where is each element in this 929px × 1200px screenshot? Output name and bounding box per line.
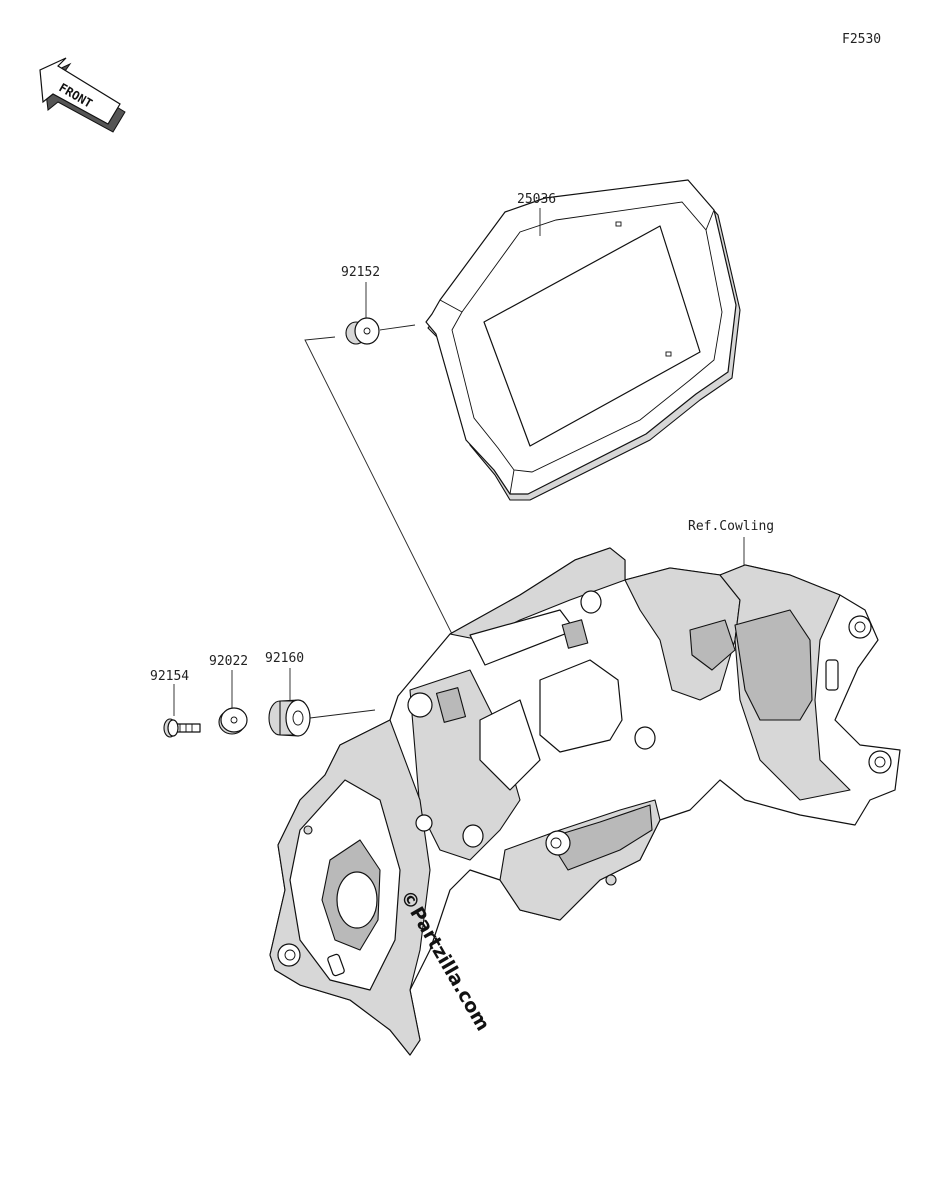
damper-92152 [345, 317, 380, 345]
washer-92022 [218, 707, 248, 735]
assembly-line [304, 336, 481, 691]
label-92154: 92154 [150, 669, 189, 684]
label-25036: 25036 [517, 192, 556, 207]
figure-code: F2530 [842, 32, 881, 47]
damper-92160 [268, 699, 311, 737]
meter-assembly [425, 179, 741, 501]
label-92152: 92152 [341, 265, 380, 280]
front-arrow-icon: FRONT [39, 57, 126, 133]
label-92160: 92160 [265, 651, 304, 666]
cowling-bracket [269, 547, 901, 1056]
label-92022: 92022 [209, 654, 248, 669]
label-ref-cowling: Ref.Cowling [688, 519, 774, 534]
bolt-92154 [163, 718, 201, 738]
